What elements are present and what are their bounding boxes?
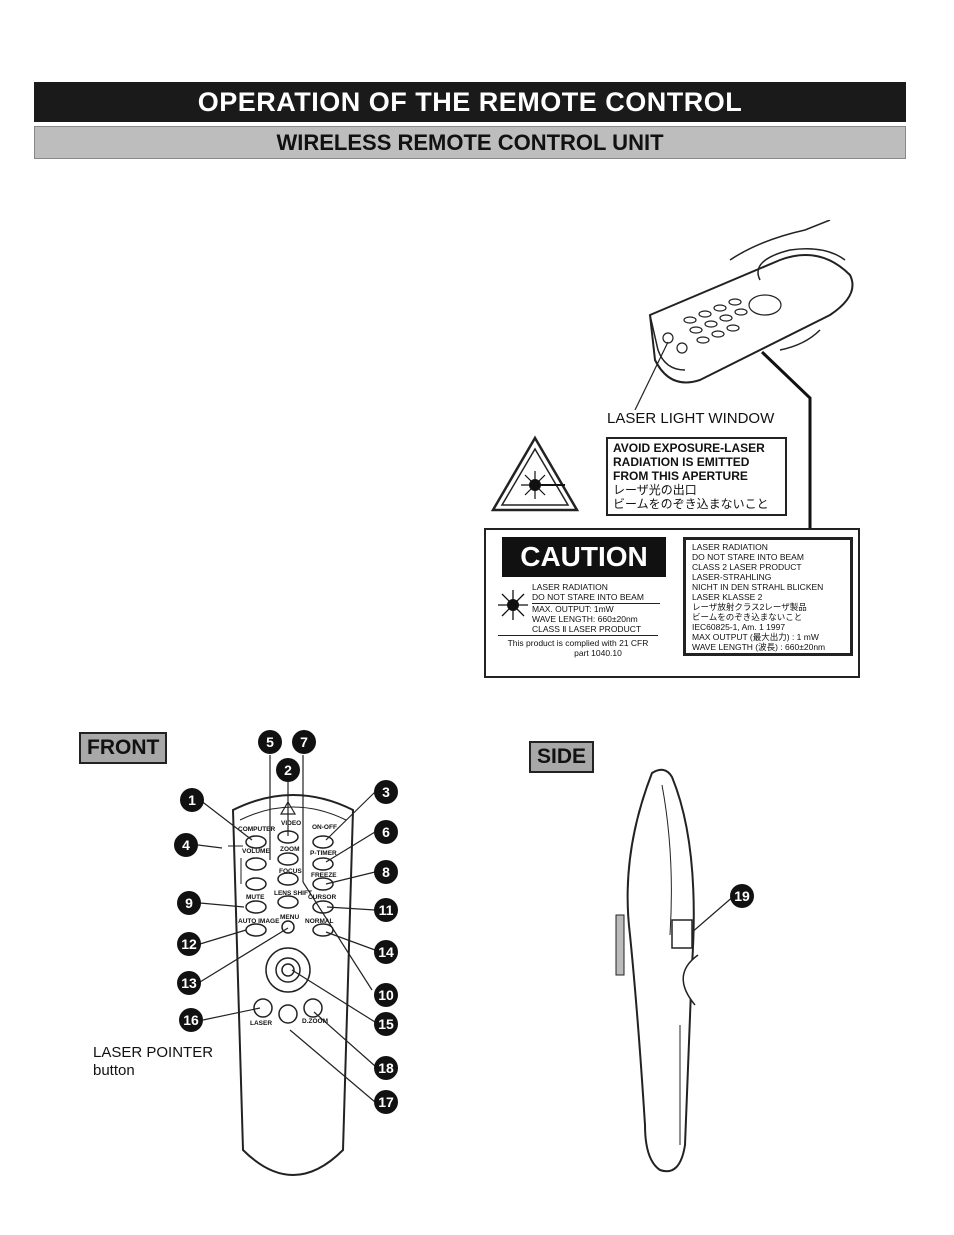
laser-label: LASER	[250, 1020, 273, 1027]
callout-17: 17	[374, 1090, 398, 1114]
freeze-label: FREEZE	[311, 872, 337, 879]
volume-label: VOLUME	[242, 848, 270, 855]
callout-3: 3	[374, 780, 398, 804]
side-tag: SIDE	[529, 741, 595, 773]
autoimage-label: AUTO IMAGE	[238, 918, 280, 925]
normal-label: NORMAL	[305, 918, 334, 925]
callout-10: 10	[374, 983, 398, 1007]
callout-16: 16	[179, 1008, 203, 1032]
callout-9: 9	[177, 891, 201, 915]
focus-label: FOCUS	[279, 868, 302, 875]
compliance-text: This product is complied with 21 CFR par…	[507, 638, 649, 658]
front-tag: FRONT	[79, 732, 168, 764]
remote-side-illustration	[615, 768, 699, 1173]
aperture-warning-label: AVOID EXPOSURE-LASER RADIATION IS EMITTE…	[606, 437, 787, 516]
caution-label	[484, 528, 860, 678]
callout-2: 2	[276, 758, 300, 782]
hand-remote-illustration	[634, 220, 854, 410]
cursor-label: CURSOR	[308, 894, 337, 901]
page-title: OPERATION OF THE REMOTE CONTROL	[34, 82, 906, 122]
callout-7: 7	[292, 730, 316, 754]
remote-front-illustration	[228, 794, 355, 1176]
laser-window-label: LASER LIGHT WINDOW	[607, 410, 775, 427]
video-label: VIDEO	[281, 820, 302, 827]
callout-5: 5	[258, 730, 282, 754]
section-subtitle: WIRELESS REMOTE CONTROL UNIT	[34, 126, 906, 159]
menu-label: MENU	[280, 914, 300, 921]
callout-18: 18	[374, 1056, 398, 1080]
callout-1: 1	[180, 788, 204, 812]
callout-14: 14	[374, 940, 398, 964]
laser-warning-triangle-icon	[490, 435, 580, 512]
callout-4: 4	[174, 833, 198, 857]
callout-11: 11	[374, 898, 398, 922]
onoff-label: ON-OFF	[312, 824, 337, 831]
caution-title: CAUTION	[502, 537, 666, 577]
laser-starburst-icon	[498, 590, 528, 620]
callout-19: 19	[730, 884, 754, 908]
zoom-label: ZOOM	[280, 846, 300, 853]
computer-label: COMPUTER	[238, 826, 276, 833]
connector-line	[760, 350, 812, 528]
callout-8: 8	[374, 860, 398, 884]
dzoom-label: D.ZOOM	[302, 1018, 328, 1025]
lensshift-label: LENS SHIFT	[274, 890, 312, 897]
callout-15: 15	[374, 1012, 398, 1036]
callout-6: 6	[374, 820, 398, 844]
ptimer-label: P-TIMER	[310, 850, 337, 857]
laser-pointer-label: LASER POINTER button	[93, 1044, 214, 1079]
callout-12: 12	[177, 932, 201, 956]
callout-13: 13	[177, 971, 201, 995]
caution-text: LASER RADIATION DO NOT STARE INTO BEAM M…	[532, 582, 660, 634]
mute-label: MUTE	[246, 894, 265, 901]
